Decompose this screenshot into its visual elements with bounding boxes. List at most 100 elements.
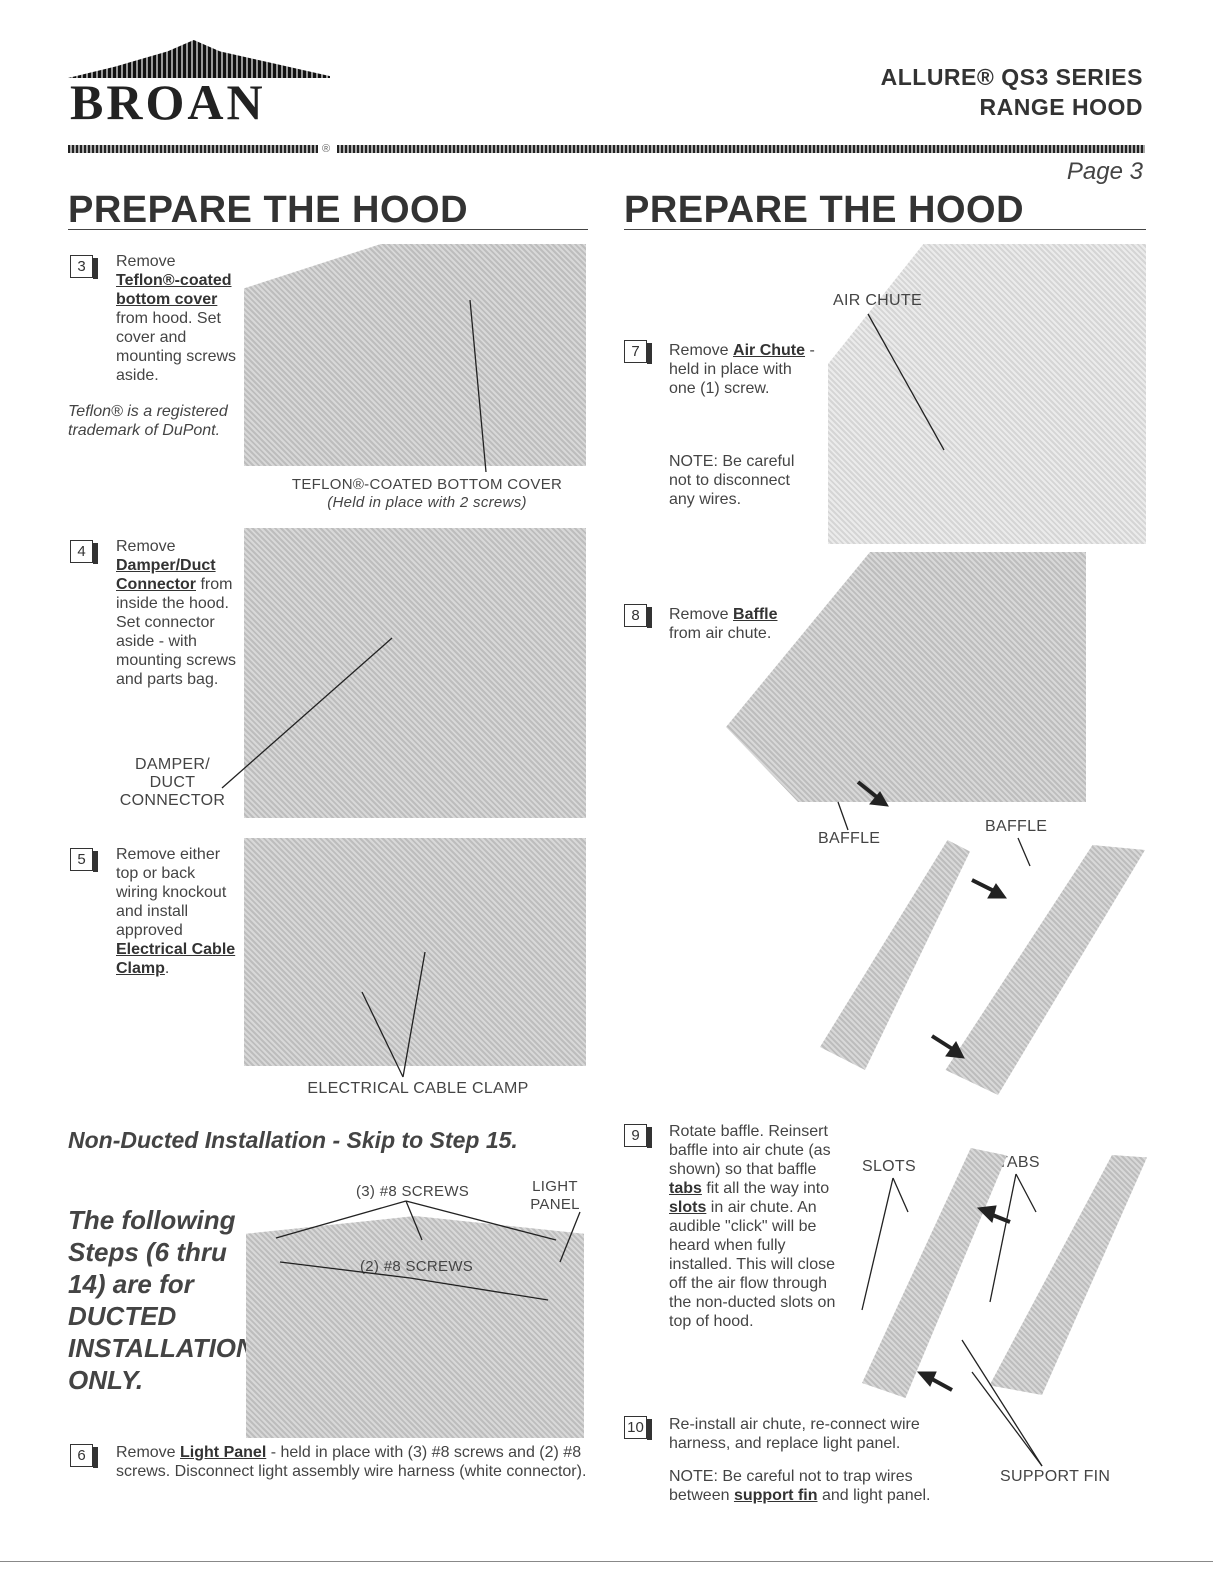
non-ducted-note: Non-Ducted Installation - Skip to Step 1… (68, 1127, 518, 1153)
tabs-callout: TABS (998, 1154, 1040, 1171)
series-line-2: RANGE HOOD (979, 94, 1143, 120)
step-10-note: NOTE: Be careful not to trap wires betwe… (669, 1467, 969, 1505)
baffle-callout-2: BAFFLE (985, 818, 1048, 835)
step-9-slots-link: slots (669, 1199, 707, 1216)
step-9-text: Rotate baffle. Reinsert baffle into air … (669, 1122, 841, 1331)
step-4-pre: Remove (116, 538, 176, 555)
step-3-pre: Remove (116, 253, 176, 270)
baffle-callout-1: BAFFLE (818, 830, 881, 847)
light-panel-callout: LIGHT PANEL (520, 1178, 590, 1214)
two-screws-callout: (2) #8 SCREWS (360, 1258, 474, 1275)
damper-connector-callout: DAMPER/ DUCT CONNECTOR (110, 756, 235, 810)
footer-rule (0, 1561, 1213, 1562)
left-title-rule (68, 229, 588, 230)
slots-leader-2 (861, 1177, 894, 1311)
callout-line-1: DAMPER/ (135, 756, 210, 773)
right-title-rule (624, 229, 1146, 230)
step-5-number: 5 (70, 848, 98, 872)
header-rule-right (337, 145, 1145, 153)
tabs-leader-2 (989, 1173, 1017, 1303)
arrow-tabs-shaft (989, 1212, 1011, 1224)
step-9-tabs-link: tabs (669, 1180, 702, 1197)
cable-clamp-callout: ELECTRICAL CABLE CLAMP (307, 1080, 529, 1097)
step-9-part-2: fit all the way into (706, 1180, 830, 1197)
air-chute-callout: AIR CHUTE (833, 292, 922, 309)
support-fin-link: support fin (733, 1487, 818, 1504)
arrow-insert-head (916, 1371, 937, 1387)
three-screws-callout: (3) #8 SCREWS (356, 1183, 470, 1200)
light-panel-line-2: PANEL (530, 1196, 580, 1213)
arrow-baffle-bottom-shaft (930, 1034, 956, 1052)
page-number: Page 3 (1066, 158, 1143, 185)
step-8-number: 8 (624, 604, 652, 628)
air-chute-slots-photo (989, 1155, 1147, 1395)
arrow-baffle-top-shaft (971, 878, 997, 894)
step-3-number: 3 (70, 255, 98, 279)
teflon-cover-callout: TEFLON®-COATED BOTTOM COVER (291, 476, 563, 493)
header-rule-left (68, 145, 318, 153)
slots-leader-1 (892, 1177, 909, 1213)
step-9-part-1: Rotate baffle. Reinsert baffle into air … (669, 1123, 831, 1178)
broan-logo: BROAN (68, 40, 330, 128)
cable-clamp-photo (244, 838, 586, 1066)
step-7-rest: - held in place with one (1) screw. (669, 342, 815, 397)
step-5-link: Electrical Cable Clamp (116, 941, 236, 977)
teflon-cover-caption: (Held in place with 2 screws) (327, 494, 527, 511)
step-3-link: Teflon®-coated bottom cover (116, 272, 232, 308)
step-8-text: Remove Baffle from air chute. (669, 605, 819, 643)
step-4-text: Remove Damper/Duct Connector from inside… (116, 537, 244, 689)
step-5-post: . (164, 960, 170, 977)
step-5-text: Remove either top or back wiring knockou… (116, 845, 241, 978)
baffle-1-leader (837, 801, 849, 831)
step-7-link: Air Chute (733, 342, 806, 359)
step-6-number: 6 (70, 1444, 98, 1468)
step-8-link: Baffle (733, 606, 778, 623)
baffle-2-leader (1017, 837, 1031, 867)
step-4-rest: from inside the hood. Set connector asid… (116, 576, 237, 688)
left-section-title: PREPARE THE HOOD (68, 189, 469, 231)
step-4-link: Damper/Duct Connector (116, 557, 216, 593)
baffle-piece-1 (820, 840, 970, 1070)
logo-text: BROAN (70, 74, 266, 130)
product-series-title: ALLURE® QS3 SERIES RANGE HOOD (881, 62, 1143, 122)
step-9-part-3: in air chute. An audible "click" will be… (669, 1199, 836, 1330)
air-chute-photo (828, 244, 1146, 544)
step-3-text: Remove Teflon®-coated bottom cover from … (116, 252, 251, 385)
baffle-piece-2 (945, 845, 1145, 1095)
step-9-number: 9 (624, 1124, 652, 1148)
tabs-leader-1 (1015, 1173, 1037, 1213)
baffle-rotated-photo (862, 1148, 1007, 1398)
step-8-pre: Remove (669, 606, 729, 623)
light-panel-line-1: LIGHT (532, 1178, 578, 1195)
step-7-note: NOTE: Be careful not to disconnect any w… (669, 453, 795, 508)
series-line-1: ALLURE® QS3 SERIES (880, 64, 1143, 90)
step-8-rest: from air chute. (669, 625, 772, 642)
arrow-insert-shaft (929, 1376, 953, 1392)
bottom-cover-photo (244, 244, 586, 466)
registered-mark: ® (322, 143, 331, 155)
slots-callout: SLOTS (862, 1158, 916, 1175)
step-7-number: 7 (624, 340, 652, 364)
support-fin-callout: SUPPORT FIN (1000, 1468, 1111, 1485)
arrow-baffle-top-head (987, 883, 1007, 899)
step-10-number: 10 (624, 1416, 652, 1440)
ducted-installation-note: The following Steps (6 thru 14) are for … (68, 1205, 255, 1395)
logo-roof-graphic (68, 40, 330, 78)
baffle-removal-photo (726, 552, 1086, 802)
light-panel-photo (246, 1216, 584, 1438)
damper-connector-photo (244, 528, 586, 818)
step-7-text: Remove Air Chute - held in place with on… (669, 341, 819, 398)
step-7-pre: Remove (669, 342, 729, 359)
step-10-note-pre: NOTE: Be careful not to trap wires betwe… (669, 1468, 913, 1504)
step-10-note-post: and light panel. (821, 1487, 931, 1504)
step-6-rest: - held in place with (3) #8 screws and (… (116, 1444, 587, 1480)
step-6-pre: Remove (116, 1444, 176, 1461)
step-6-link: Light Panel (180, 1444, 267, 1461)
step-4-number: 4 (70, 540, 98, 564)
step-6-text: Remove Light Panel - held in place with … (116, 1443, 596, 1481)
step-3-rest: from hood. Set cover and mounting screws… (116, 310, 237, 384)
right-section-title: PREPARE THE HOOD (624, 189, 1025, 231)
step-10-text: Re-install air chute, re-connect wire ha… (669, 1416, 920, 1452)
step-5-pre: Remove either top or back wiring knockou… (116, 846, 227, 939)
callout-line-2: DUCT (149, 774, 196, 791)
